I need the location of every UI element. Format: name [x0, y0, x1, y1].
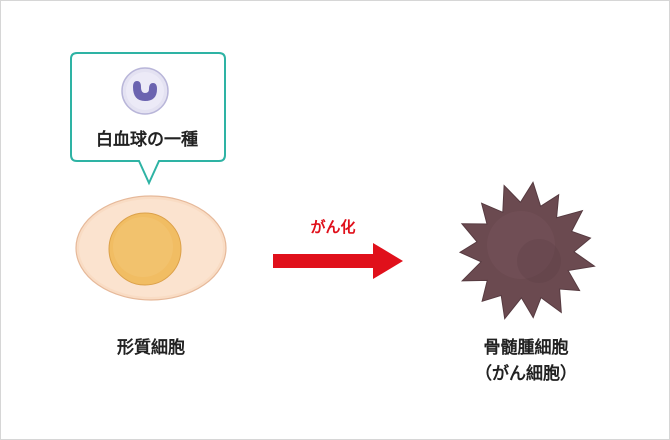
plasma-cell: [75, 195, 227, 301]
plasma-cell-caption: 形質細胞: [117, 338, 185, 358]
myeloma-caption-line2: （がん細胞）: [475, 364, 577, 384]
transition-label: がん化: [310, 218, 356, 236]
callout-bubble: [70, 52, 226, 186]
transition-arrow: [273, 243, 403, 279]
myeloma-cell-caption: 骨髄腫細胞 （がん細胞）: [436, 335, 616, 387]
myeloma-cell: [458, 181, 596, 320]
white-blood-cell-icon: [121, 67, 169, 115]
myeloma-caption-line1: 骨髄腫細胞: [483, 338, 569, 358]
callout-label: 白血球の一種: [96, 130, 198, 150]
